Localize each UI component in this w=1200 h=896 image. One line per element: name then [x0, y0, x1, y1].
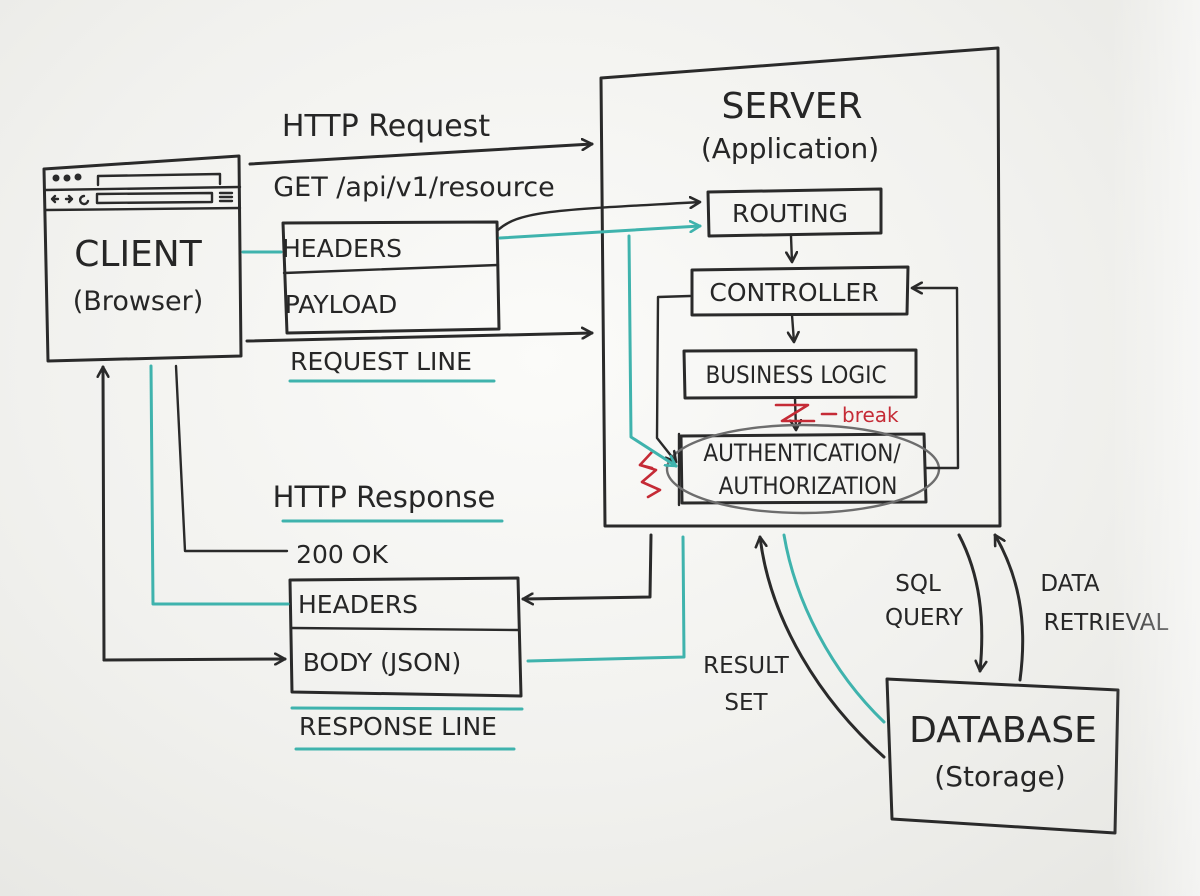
- routing-label: ROUTING: [732, 199, 848, 228]
- client-to-body-arrow: [102, 659, 287, 660]
- server-to-response-headers-arrow: [521, 533, 653, 599]
- client-teal-to-response-headers: [149, 364, 290, 606]
- auth-box: AUTHENTICATION/ AUTHORIZATION: [665, 423, 941, 515]
- server-title: SERVER: [721, 86, 862, 127]
- routing-box: ROUTING: [706, 187, 883, 238]
- data-retrieval-arrow: [993, 533, 1025, 682]
- request-headers-label: HEADERS: [282, 234, 402, 263]
- browser-window-icon: [44, 172, 242, 212]
- business-logic-box: BUSINESS LOGIC: [682, 348, 918, 400]
- controller-box: CONTROLLER: [690, 265, 910, 317]
- result-set-label-2: SET: [724, 690, 768, 716]
- auth-to-controller-loop: [912, 288, 960, 470]
- request-arrow-top: [248, 144, 594, 166]
- result-set-teal-line: [782, 533, 886, 724]
- data-retrieval-label-2: RETRIEVAL: [1044, 610, 1169, 636]
- headers-teal-to-routing: [498, 226, 702, 240]
- auth-label-line1: AUTHENTICATION/: [703, 439, 901, 467]
- database-box: DATABASE (Storage): [885, 677, 1120, 835]
- break-annotation: break: [774, 403, 899, 427]
- controller-to-auth-loop: [655, 294, 692, 462]
- database-title: DATABASE: [909, 710, 1097, 751]
- server-subtitle: (Application): [701, 132, 879, 165]
- controller-to-logic-arrow: [792, 313, 794, 342]
- server-teal-to-body: [526, 535, 686, 663]
- response-body-label: BODY (JSON): [303, 648, 462, 677]
- response-line-label: RESPONSE LINE: [299, 712, 497, 741]
- lightning-icon: [638, 450, 662, 499]
- routing-to-controller-arrow: [791, 234, 792, 262]
- request-arrow-bottom: [245, 333, 594, 343]
- client-box: CLIENT (Browser): [42, 154, 243, 363]
- auth-label-line2: AUTHORIZATION: [719, 472, 898, 500]
- server-box: SERVER (Application): [599, 46, 1002, 528]
- response-status: 200 OK: [296, 540, 388, 569]
- request-message-box: HEADERS PAYLOAD: [281, 220, 501, 335]
- request-payload-label: PAYLOAD: [285, 290, 398, 319]
- client-subtitle: (Browser): [73, 286, 203, 317]
- database-subtitle: (Storage): [934, 760, 1065, 793]
- sql-query-label-1: SQL: [895, 571, 941, 597]
- teal-to-auth: [627, 234, 678, 468]
- break-note: break: [842, 403, 899, 427]
- sql-query-label-2: QUERY: [885, 605, 964, 631]
- result-set-arrow: [760, 535, 886, 759]
- result-set-label-1: RESULT: [703, 653, 790, 679]
- data-retrieval-label-1: DATA: [1040, 571, 1100, 597]
- response-message-box: HEADERS BODY (JSON): [288, 576, 523, 698]
- client-title: CLIENT: [74, 234, 202, 275]
- http-response-heading: HTTP Response: [273, 480, 496, 514]
- controller-label: CONTROLLER: [709, 278, 878, 307]
- request-line-label: REQUEST LINE: [290, 347, 472, 376]
- client-to-status-line: [174, 364, 289, 553]
- response-to-client-arrow: [103, 365, 104, 662]
- headers-to-routing-arrow: [496, 202, 700, 232]
- response-box-underline: [290, 706, 524, 711]
- request-target: GET /api/v1/resource: [273, 172, 554, 203]
- http-request-heading: HTTP Request: [282, 109, 490, 144]
- sql-query-arrow: [957, 533, 982, 673]
- business-logic-label: BUSINESS LOGIC: [705, 361, 886, 389]
- response-headers-label: HEADERS: [298, 590, 418, 619]
